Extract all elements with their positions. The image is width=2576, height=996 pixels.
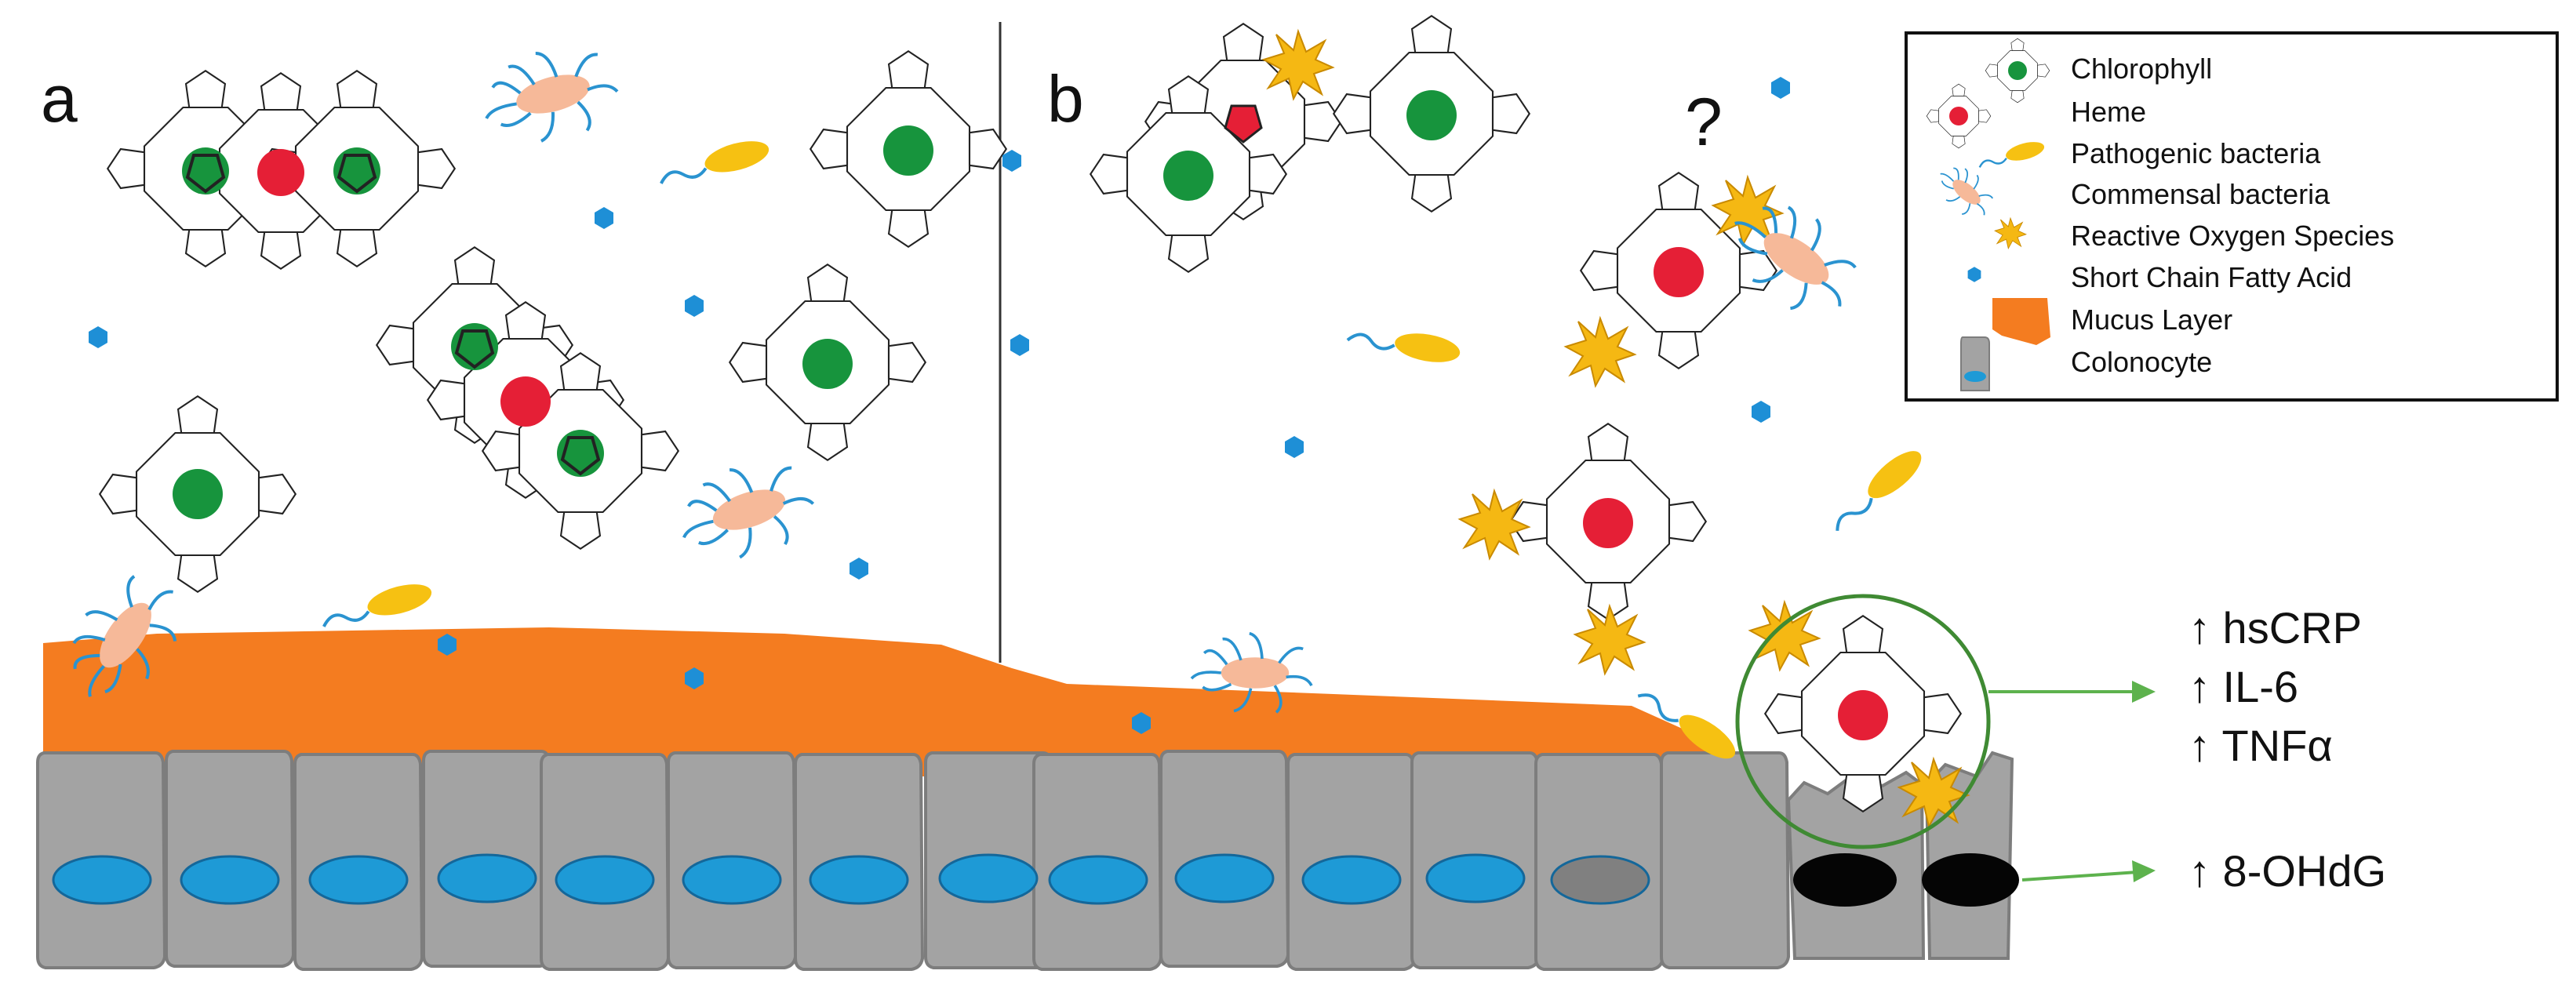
marker-hscrp: ↑ hsCRP [2189, 603, 2362, 652]
heme-molecule [1580, 172, 1777, 369]
legend-label-mucus: Mucus Layer [2071, 304, 2232, 336]
chlorophyll-molecule [99, 395, 297, 593]
question-mark: ? [1685, 85, 1723, 160]
heme-icon [1926, 83, 1992, 149]
heme-molecule [1509, 423, 1707, 620]
damage-highlight-circle [1735, 594, 1991, 849]
legend-label-ros: Reactive Oxygen Species [2071, 220, 2394, 252]
marker-arrow-dna-damage [2021, 860, 2156, 882]
pathogenic-bacteria [1823, 442, 1930, 538]
mucus-icon [1992, 298, 2050, 345]
marker-il6: ↑ IL-6 [2189, 662, 2298, 711]
colonocyte-icon [1960, 336, 1990, 391]
chlorophyll-molecule [810, 50, 1007, 248]
chlorophyll-heme-cluster-middle [376, 246, 679, 550]
pathogenic-bacteria [1344, 319, 1464, 369]
marker-arrow-inflammation [1988, 681, 2156, 703]
legend-label-chlorophyll: Chlorophyll [2071, 53, 2212, 85]
chlorophyll-molecule [729, 264, 926, 461]
nucleus-row [52, 853, 2019, 907]
legend-label-commensal-bacteria: Commensal bacteria [2071, 178, 2330, 210]
mucus-layer [43, 627, 1726, 776]
legend-label-pathogenic-bacteria: Pathogenic bacteria [2071, 137, 2321, 169]
legend-label-scfa: Short Chain Fatty Acid [2071, 261, 2352, 293]
chlorophyll-heme-cluster-top [107, 70, 456, 270]
marker-tnfa: ↑ TNFα [2189, 721, 2333, 770]
pathogenic-bacteria [317, 576, 437, 635]
chlorophyll-icon [1985, 38, 2050, 104]
legend-label-heme: Heme [2071, 96, 2146, 128]
legend-label-colonocyte: Colonocyte [2071, 346, 2212, 378]
panel-label-b: b [1047, 62, 1084, 136]
commensal-bacteria [471, 34, 627, 157]
commensal-bacteria [667, 447, 824, 576]
legend-box [1905, 31, 2559, 402]
legend: Chlorophyll Heme Pathogenic bacteria Com… [1905, 31, 2559, 402]
pathogenic-bacteria [654, 133, 774, 192]
heme-molecule-at-epithelium [1764, 615, 1962, 812]
chlorophyll-molecule [1333, 15, 1530, 213]
marker-8-ohdg: ↑ 8-OHdG [2189, 846, 2386, 896]
chlorophyll-heme-cluster-b [1090, 23, 1342, 273]
panel-label-a: a [41, 62, 78, 136]
